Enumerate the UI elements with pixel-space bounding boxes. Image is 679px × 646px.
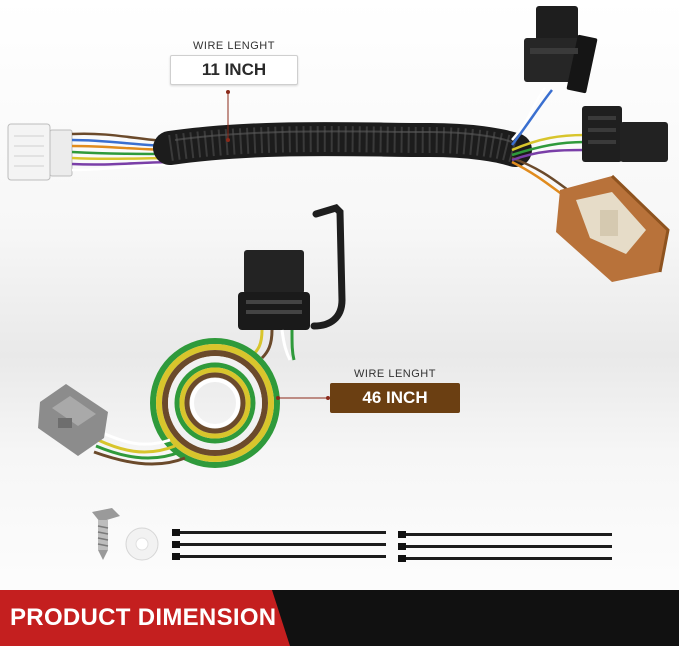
top-harness (7, 6, 670, 282)
bottom-dimension-label: WIRE LENGHT (354, 368, 436, 380)
top-dimension-value: 11 INCH (170, 55, 298, 85)
bottom-harness (38, 204, 346, 468)
zip-ties-right (398, 531, 612, 562)
screw (92, 508, 120, 560)
zip-ties-left (172, 529, 386, 560)
wire-coil (150, 338, 280, 468)
black-connector-upper (524, 6, 598, 94)
bottom-dimension-value: 46 INCH (330, 383, 460, 413)
footer-red-banner (0, 590, 290, 646)
footer-title: PRODUCT DIMENSION (10, 604, 277, 631)
grey-connector (38, 384, 108, 456)
corrugated-loom (153, 122, 532, 167)
white-connector-left (7, 123, 73, 181)
washer (125, 527, 159, 561)
black-connector-middle (582, 106, 668, 162)
tan-connector (556, 174, 670, 282)
top-dimension-label: WIRE LENGHT (193, 40, 275, 52)
four-flat-connector (238, 250, 310, 330)
